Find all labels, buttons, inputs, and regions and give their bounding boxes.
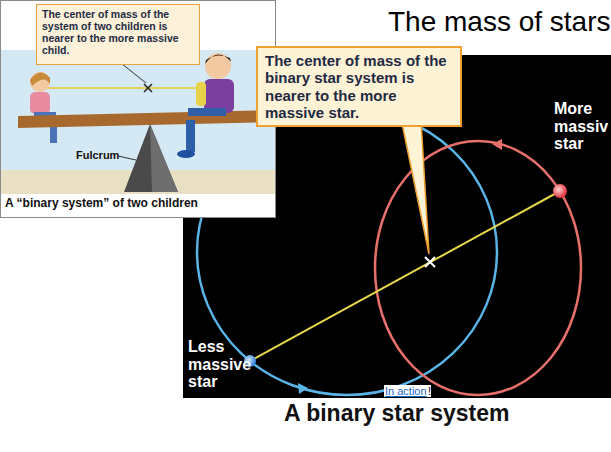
orbit-arrow (298, 383, 308, 394)
sky (1, 50, 275, 170)
inset-ground (1, 1, 276, 218)
star-label: More massiv star (554, 100, 610, 153)
callout-box: The center of mass of the system of two … (36, 4, 200, 65)
boy-legs (186, 120, 195, 152)
girl-head (30, 72, 50, 92)
boy-legs (188, 108, 226, 116)
girl-hair (30, 72, 50, 86)
boy-shirt (204, 79, 234, 113)
leader-line (118, 156, 136, 160)
center-mark (425, 257, 435, 267)
girl-body (30, 92, 50, 114)
page-title: The mass of stars (388, 6, 611, 38)
boy-sleeve (196, 82, 206, 106)
link-punct: ! (428, 385, 431, 397)
callout-text: The center of mass of the binary star sy… (265, 52, 453, 121)
boy-hair (205, 54, 231, 64)
star-label: Less massive star (188, 338, 260, 391)
inset-panel: A “binary system” of two children The cen… (0, 0, 276, 218)
plank (18, 110, 272, 128)
figure-caption: A binary star system (282, 400, 511, 427)
red-star (553, 184, 567, 198)
yellow-line (40, 87, 218, 89)
red-orbit (375, 141, 581, 395)
part-label: Fulcrum (76, 149, 119, 161)
fulcrum (124, 124, 178, 192)
boy-shoe (177, 150, 195, 158)
boy-head (205, 53, 231, 79)
link-text: In action (384, 385, 428, 397)
center-mark (144, 84, 152, 92)
callout-text: The center of mass of the system of two … (42, 8, 194, 56)
panel-caption: A “binary system” of two children (5, 196, 198, 210)
callout-box: The center of mass of the binary star sy… (256, 46, 462, 127)
yellow-line (250, 191, 560, 361)
orbit-arrow (492, 139, 502, 150)
fulcrum-face (150, 124, 178, 192)
